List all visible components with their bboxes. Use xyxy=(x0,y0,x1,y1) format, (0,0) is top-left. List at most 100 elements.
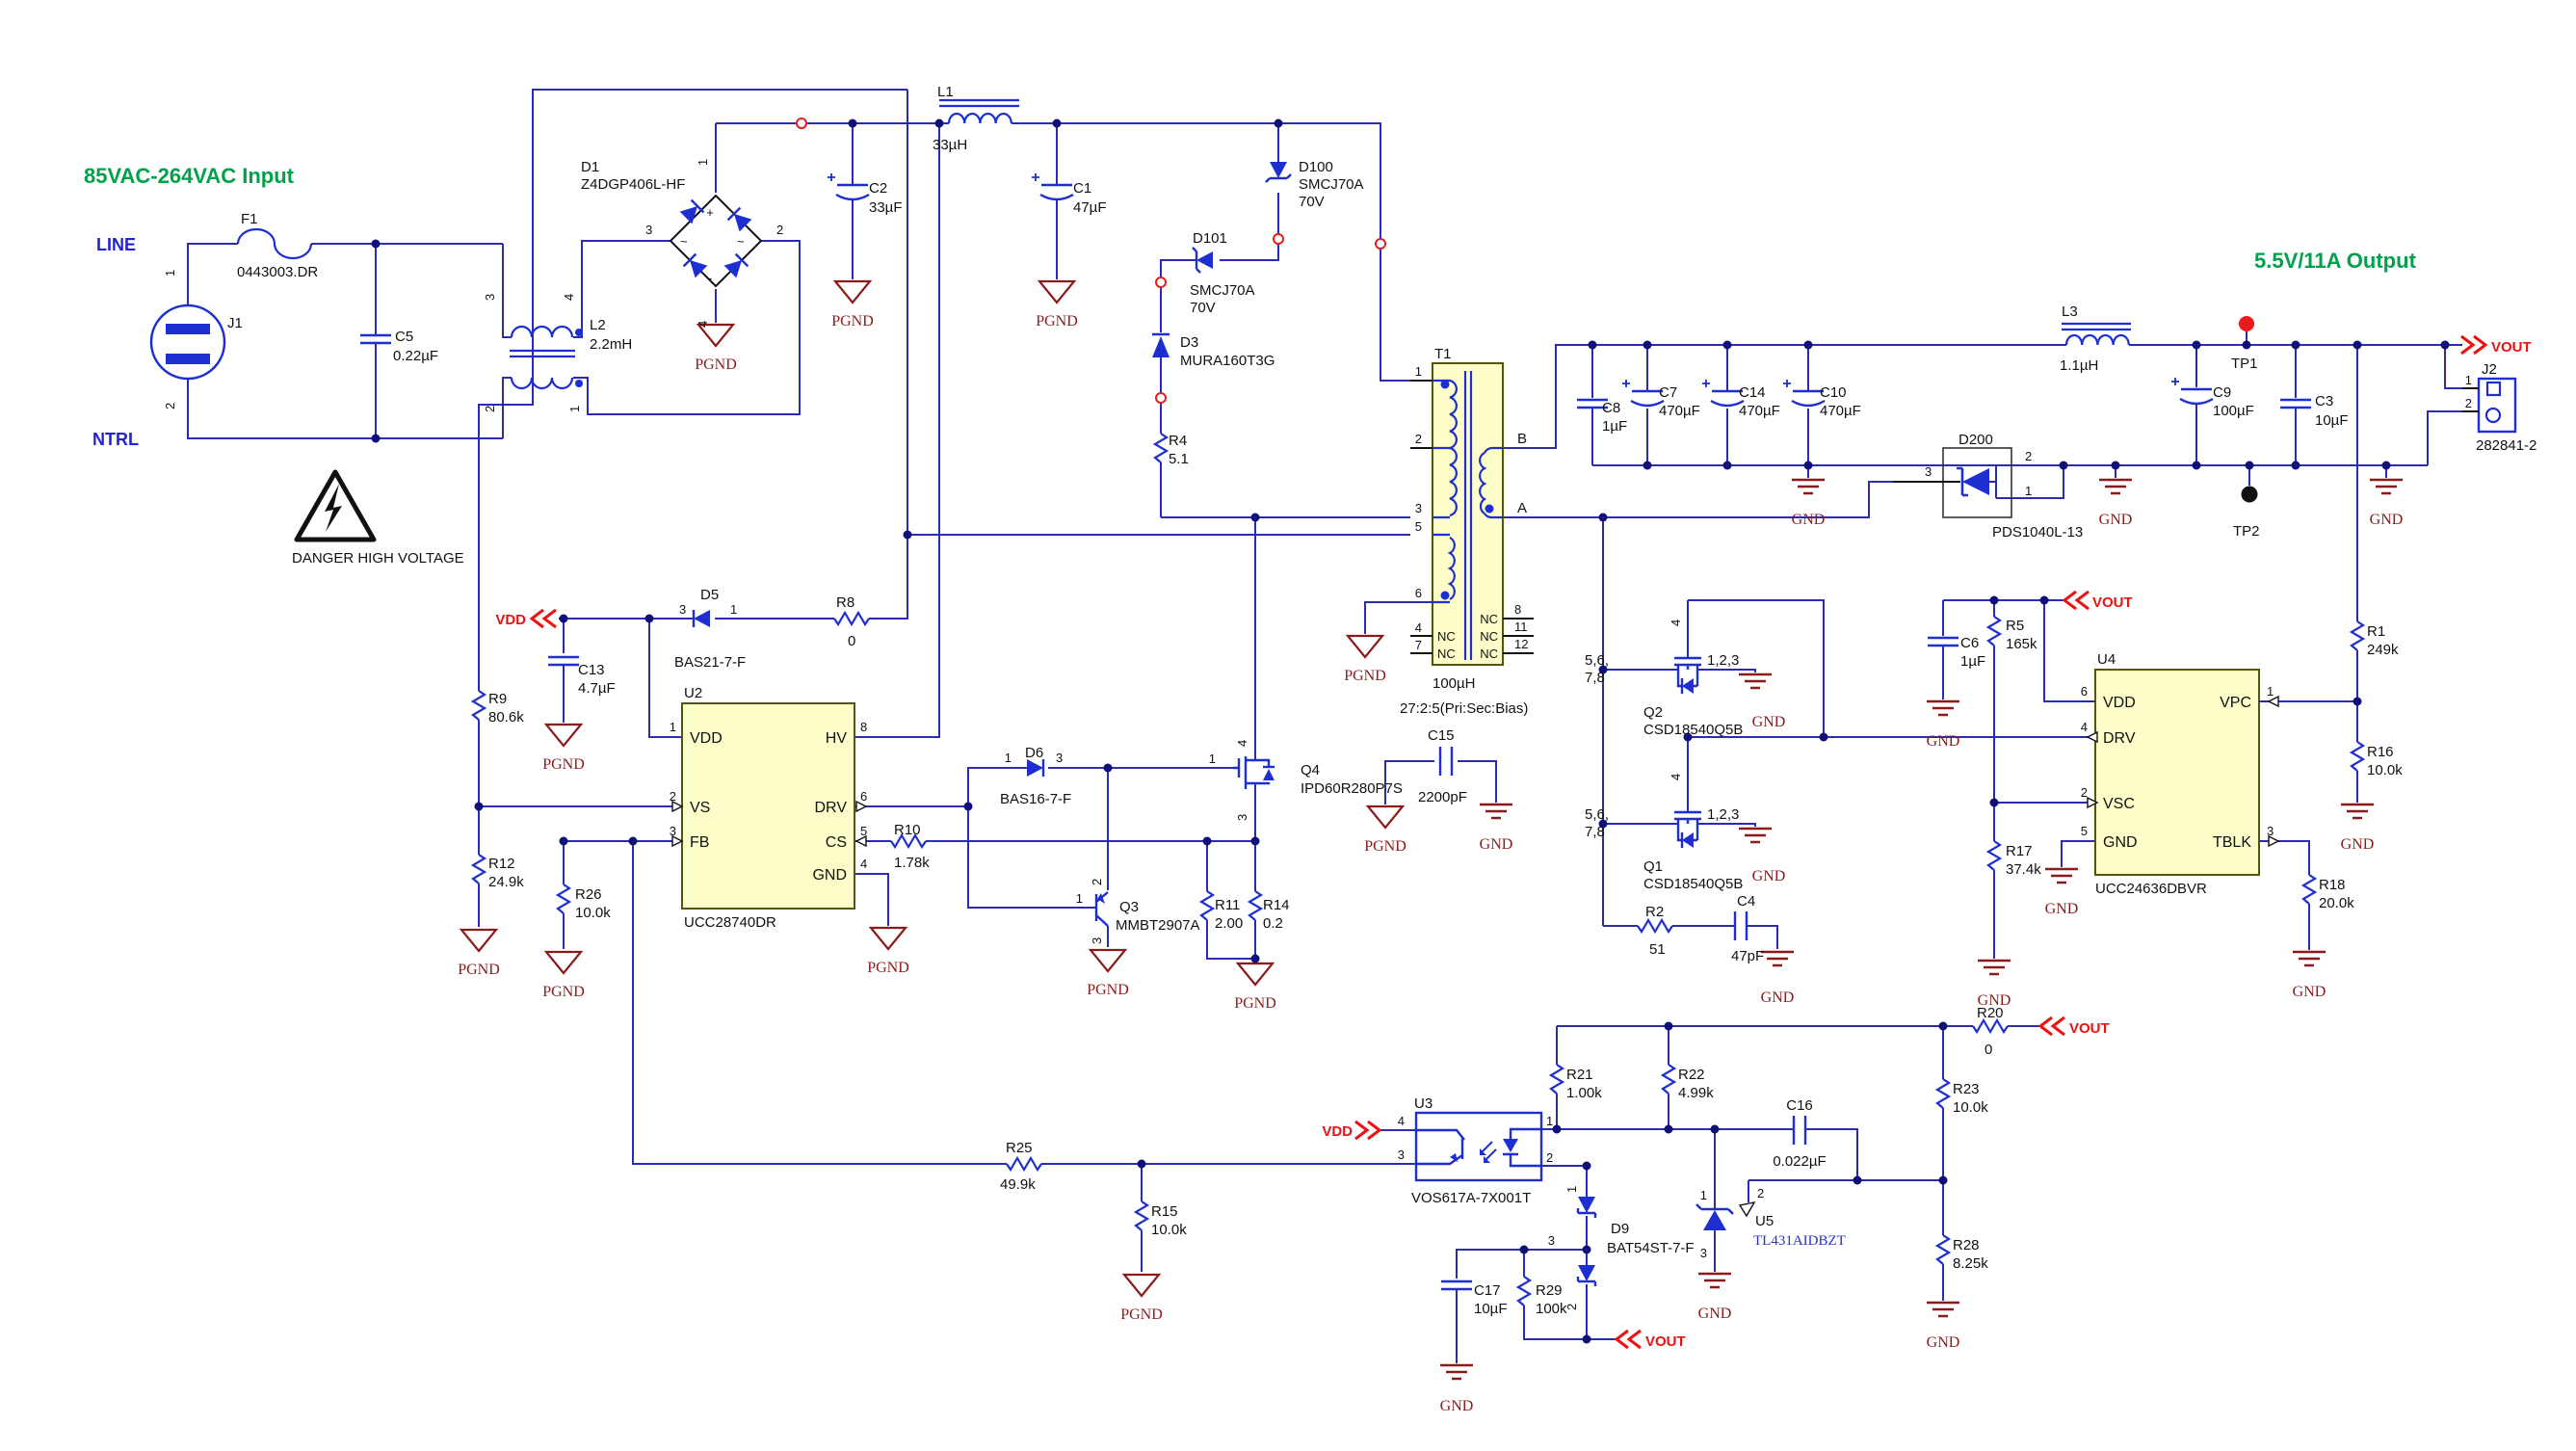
u3-pin2: 2 xyxy=(1546,1150,1553,1165)
d3-val: MURA160T3G xyxy=(1180,353,1275,369)
c2-val: 33µF xyxy=(869,199,903,216)
r21-ref: R21 xyxy=(1566,1067,1593,1083)
gnd-out: GND xyxy=(2370,512,2404,528)
u4-pin3: 3 xyxy=(2267,824,2274,838)
gnd-q2: GND xyxy=(1752,714,1786,730)
c17-ref: C17 xyxy=(1474,1282,1501,1299)
q3-val: MMBT2907A xyxy=(1116,917,1200,934)
t1-pin2: 2 xyxy=(1415,432,1422,446)
d101-tvs xyxy=(1191,246,1215,275)
l2-choke xyxy=(510,325,583,390)
q1-val: CSD18540Q5B xyxy=(1643,876,1743,892)
c3-ref: C3 xyxy=(2315,393,2333,409)
tp2-ref: TP2 xyxy=(2233,523,2260,540)
t1-a: A xyxy=(1517,500,1527,516)
d3-diode xyxy=(1152,332,1170,357)
r9-val: 80.6k xyxy=(488,709,524,726)
j2-ref: J2 xyxy=(2482,361,2497,378)
r8-ref: R8 xyxy=(836,594,854,611)
l3-val: 1.1µH xyxy=(2060,357,2098,374)
r1-resistor xyxy=(2350,620,2365,652)
c15-capacitor xyxy=(1438,747,1454,776)
t1-ratio: 27:2:5(Pri:Sec:Bias) xyxy=(1400,700,1528,717)
pgnd-bridge: PGND xyxy=(695,356,737,373)
pgnd-r26: PGND xyxy=(542,984,585,1000)
u2-pin1: 1 xyxy=(670,720,676,734)
r22-ref: R22 xyxy=(1678,1067,1705,1083)
vout-flag-bias: VOUT xyxy=(2092,594,2133,611)
d1-minus: - xyxy=(708,271,712,285)
tp2-testpoint xyxy=(2241,486,2258,503)
u2-ic xyxy=(479,702,872,910)
r8-resistor xyxy=(832,611,871,626)
u4-pin2: 2 xyxy=(2081,785,2088,800)
vout-flag-out: VOUT xyxy=(2491,339,2532,356)
test-rings xyxy=(796,118,1386,404)
u2-pin5: 5 xyxy=(860,824,867,838)
r29-val: 100k xyxy=(1536,1301,1567,1317)
q1-ref: Q1 xyxy=(1643,858,1663,875)
f1-fuse xyxy=(236,227,313,260)
c3-val: 10µF xyxy=(2315,412,2349,429)
r25-ref: R25 xyxy=(1006,1140,1033,1156)
gnd-caps: GND xyxy=(1792,512,1826,528)
c13-ref: C13 xyxy=(578,662,605,678)
gnd-r28: GND xyxy=(1927,1334,1960,1351)
r23-val: 10.0k xyxy=(1953,1099,1988,1116)
d3-ref: D3 xyxy=(1180,334,1198,351)
input-title: 85VAC-264VAC Input xyxy=(84,164,295,188)
t1-pin4: 4 xyxy=(1415,620,1422,635)
q1-s: 1,2,3 xyxy=(1707,806,1739,823)
q1-d2: 7,8 xyxy=(1585,824,1605,840)
r16-resistor xyxy=(2350,740,2365,773)
t1-b: B xyxy=(1517,431,1527,447)
t1-nc4: NC xyxy=(1480,629,1498,644)
pgnd-r15: PGND xyxy=(1120,1306,1163,1323)
c5-ref: C5 xyxy=(395,329,413,345)
c10-capacitor xyxy=(1781,378,1827,408)
c9-capacitor xyxy=(2169,376,2215,406)
d6-diode xyxy=(1025,757,1045,778)
q2-ref: Q2 xyxy=(1643,704,1663,721)
r18-val: 20.0k xyxy=(2319,895,2354,911)
t1-pin5: 5 xyxy=(1415,519,1422,534)
j1-pin1: 1 xyxy=(163,270,177,277)
r23-resistor xyxy=(1935,1077,1951,1110)
j2-connector xyxy=(2462,377,2517,434)
c8-val: 1µF xyxy=(1602,418,1627,435)
r11-resistor xyxy=(1199,889,1215,922)
u2-fb: FB xyxy=(690,834,709,851)
d1-pin4: 4 xyxy=(696,321,710,328)
t1-nc2: NC xyxy=(1437,646,1456,661)
r28-resistor xyxy=(1935,1233,1951,1266)
vout-flag-r20: VOUT xyxy=(2069,1020,2110,1037)
l1-ref: L1 xyxy=(937,84,954,100)
t1-pin7: 7 xyxy=(1415,638,1422,652)
r5-resistor xyxy=(1986,615,2002,647)
f1-val: 0443003.DR xyxy=(237,264,318,280)
c5-capacitor xyxy=(358,333,393,345)
r15-ref: R15 xyxy=(1151,1203,1178,1220)
d1-val: Z4DGP406L-HF xyxy=(581,176,685,193)
d9-pin2: 2 xyxy=(1564,1304,1579,1310)
gnd-c4: GND xyxy=(1761,989,1795,1006)
c16-ref: C16 xyxy=(1786,1097,1813,1114)
l1-val: 33µH xyxy=(933,137,967,153)
c4-ref: C4 xyxy=(1737,893,1755,910)
pgnd-c13: PGND xyxy=(542,756,585,773)
c5-val: 0.22µF xyxy=(393,348,438,364)
r16-ref: R16 xyxy=(2367,744,2394,760)
r5-ref: R5 xyxy=(2006,618,2024,634)
q3-pin3: 3 xyxy=(1090,937,1104,944)
j2-val: 282841-2 xyxy=(2476,437,2537,454)
c16-val: 0.022µF xyxy=(1773,1153,1826,1170)
c3-capacitor xyxy=(2278,398,2313,409)
u2-vdd: VDD xyxy=(690,730,723,747)
gnd-r18: GND xyxy=(2293,984,2326,1000)
q4-mosfet xyxy=(1233,756,1275,789)
u5-pin1: 1 xyxy=(1700,1188,1707,1202)
c6-capacitor xyxy=(1926,636,1960,647)
r2-ref: R2 xyxy=(1645,904,1664,920)
r21-val: 1.00k xyxy=(1566,1085,1602,1101)
c7-ref: C7 xyxy=(1659,384,1677,401)
